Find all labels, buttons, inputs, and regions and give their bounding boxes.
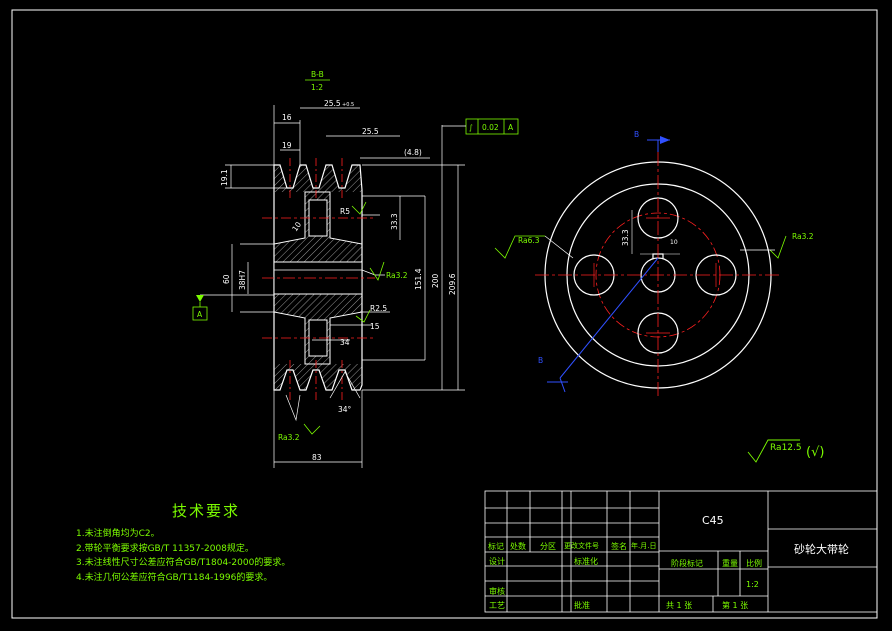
datum-label: A — [197, 310, 203, 319]
section-view-label: B-B — [311, 70, 324, 79]
dim-25-5-b: 25.5 — [362, 127, 379, 136]
dim-r5: R5 — [340, 207, 350, 216]
gdt-symbol: ∫ — [469, 123, 473, 132]
dim-60: 60 — [222, 274, 231, 284]
row-design: 设计 — [489, 557, 505, 566]
gdt-datum: A — [508, 123, 514, 132]
ra-6-3: Ra6.3 — [518, 236, 540, 245]
sheet-no: 第 1 张 — [722, 601, 749, 610]
dim-19: 19 — [282, 141, 292, 150]
front-view-texts: B B Ra6.3 Ra3.2 33.3 10 — [518, 130, 814, 365]
section-view — [192, 79, 519, 468]
sheets-total: 共 1 张 — [666, 601, 693, 610]
rev-header-sign: 签名 — [611, 542, 627, 551]
ra-3-2-c: Ra3.2 — [792, 232, 814, 241]
row-standardize: 标准化 — [574, 557, 598, 566]
front-view — [494, 136, 787, 398]
drawing-frame — [11, 9, 878, 619]
dim-34: 34 — [340, 338, 350, 347]
dim-33-3: 33.3 — [390, 213, 399, 230]
dim-16: 16 — [282, 113, 292, 122]
gdt-frame — [465, 118, 519, 135]
row-approve: 批准 — [574, 601, 590, 610]
scale-label: 比例 — [746, 559, 762, 568]
rev-header-mark: 标记 — [488, 542, 504, 551]
dim-19-1: 19.1 — [220, 169, 229, 186]
dim-4-8: (4.8) — [404, 148, 422, 157]
section-view-scale: 1:2 — [311, 83, 323, 92]
dim-10: 10 — [290, 220, 303, 233]
tech-req-list: 1.未注倒角均为C2。 2.带轮平衡要求按GB/T 11357-2008规定。 … — [76, 527, 290, 585]
dim-10-front: 10 — [670, 239, 678, 246]
general-roughness-value: Ra12.5 — [770, 443, 802, 453]
tech-req-item: 1.未注倒角均为C2。 — [76, 529, 160, 539]
tech-req-item: 3.未注线性尺寸公差应符合GB/T1804-2000的要求。 — [76, 558, 291, 568]
dim-38: 38H7 — [238, 270, 247, 290]
section-mark-bottom: B — [538, 356, 543, 365]
dim-34-angle: 34° — [338, 405, 352, 414]
title-block — [484, 490, 878, 613]
datum-box — [192, 306, 208, 321]
hatch-rim-upper — [274, 165, 362, 192]
row-review: 审核 — [489, 587, 505, 596]
hatch-rim-lower — [274, 364, 362, 390]
rev-header-zone: 分区 — [540, 542, 556, 551]
material: C45 — [702, 514, 724, 527]
dim-25-5-tol: +0.5 — [342, 102, 354, 108]
tech-req-item: 2.带轮平衡要求按GB/T 11357-2008规定。 — [76, 543, 254, 554]
dim-200: 200 — [431, 273, 440, 288]
section-cut-line — [559, 140, 659, 393]
dim-209: 209.6 — [448, 273, 457, 295]
ra-3-2-b: Ra3.2 — [386, 271, 408, 280]
section-mark-top: B — [634, 130, 639, 139]
section-dim-texts: B-B 1:2 25.5 +0.5 25.5 16 19 (4.8) R5 R2… — [197, 70, 514, 462]
general-roughness-suffix: (√) — [806, 445, 824, 460]
scale-value: 1:2 — [746, 580, 759, 589]
tech-req-title: 技术要求 — [172, 502, 241, 520]
dim-15: 15 — [370, 322, 380, 331]
gdt-value: 0.02 — [482, 123, 499, 132]
ra-3-2-a: Ra3.2 — [278, 433, 300, 442]
stage-mark: 阶段标记 — [671, 559, 703, 568]
weight-label: 重量 — [722, 559, 738, 568]
dim-25-5-top: 25.5 — [324, 99, 341, 108]
general-roughness: Ra12.5 (√) — [747, 439, 824, 463]
rev-header-doc: 更改文件号 — [564, 542, 599, 550]
dim-r2-5: R2.5 — [370, 304, 387, 313]
rev-header-date: 年.月.日 — [631, 542, 657, 550]
tech-req-item: 4.未注几何公差应符合GB/T1184-1996的要求。 — [76, 572, 273, 583]
dim-33-3-front: 33.3 — [621, 229, 630, 246]
row-process: 工艺 — [489, 601, 505, 610]
part-name: 砂轮大带轮 — [794, 543, 849, 556]
dim-83: 83 — [312, 453, 322, 462]
rev-header-count: 处数 — [510, 542, 526, 551]
dim-151: 151.4 — [414, 268, 423, 290]
